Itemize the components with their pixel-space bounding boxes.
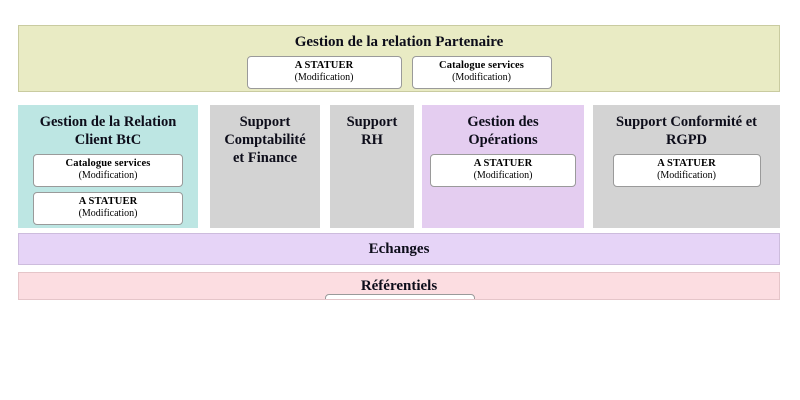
band-gestion-relation-partenaire[interactable]: Gestion de la relation Partenaire A STAT… [18, 25, 780, 92]
domain-title-line2: Client BtC [74, 132, 142, 148]
domain-title: Gestion des Opérations [430, 113, 576, 149]
leaf-title: A STATUER [294, 60, 354, 71]
domain-title-line1: Support [239, 114, 291, 130]
leaf-box-a-statuer-partenaire[interactable]: A STATUER (Modification) [246, 56, 402, 89]
leaf-box-referentiels-clipped[interactable] [325, 294, 475, 299]
domain-title-line1: Support [346, 114, 398, 130]
domain-panel-support-comptabilite-finance[interactable]: Support Comptabilité et Finance [210, 105, 320, 228]
leaf-title: A STATUER [473, 158, 533, 169]
domain-title: Support Conformité et RGPD [601, 113, 772, 149]
leaf-box-catalogue-services-partenaire[interactable]: Catalogue services (Modification) [411, 56, 552, 89]
partner-box-group: A STATUER (Modification) Catalogue servi… [19, 56, 779, 89]
leaf-title: A STATUER [657, 158, 716, 169]
leaf-title: Catalogue services [65, 158, 151, 169]
band-title-echanges: Echanges [368, 241, 430, 257]
domain-title: Support Comptabilité et Finance [218, 113, 312, 167]
domain-panel-gestion-des-operations[interactable]: Gestion des Opérations A STATUER (Modifi… [422, 105, 584, 228]
leaf-box-a-statuer-btc[interactable]: A STATUER (Modification) [33, 192, 183, 225]
domain-title: Gestion de la Relation Client BtC [26, 113, 190, 149]
domain-title-line3: et Finance [232, 150, 298, 166]
leaf-box-a-statuer-operations[interactable]: A STATUER (Modification) [430, 154, 576, 187]
leaf-subtitle: (Modification) [473, 170, 533, 181]
domain-panel-support-conformite-rgpd[interactable]: Support Conformité et RGPD A STATUER (Mo… [593, 105, 780, 228]
leaf-box-a-statuer-rgpd[interactable]: A STATUER (Modification) [612, 154, 761, 187]
referentiels-box-group [19, 294, 779, 299]
leaf-box-catalogue-services-btc[interactable]: Catalogue services (Modification) [33, 154, 183, 187]
leaf-subtitle: (Modification) [78, 208, 138, 219]
domain-title-line1: Gestion des [467, 114, 539, 130]
band-echanges[interactable]: Echanges [18, 233, 780, 265]
leaf-subtitle: (Modification) [294, 72, 354, 83]
band-title-referentiels: Référentiels [360, 278, 438, 294]
domain-title-line1: Support Conformité et [616, 114, 757, 130]
domain-title-line2: Opérations [468, 132, 538, 148]
leaf-subtitle: (Modification) [78, 170, 138, 181]
leaf-title: Catalogue services [439, 60, 524, 71]
leaf-title: A STATUER [78, 196, 138, 207]
leaf-subtitle: (Modification) [452, 72, 511, 83]
domain-title-line2: RGPD [665, 132, 708, 148]
band-referentiels[interactable]: Référentiels [18, 272, 780, 300]
domain-panel-support-rh[interactable]: Support RH [330, 105, 414, 228]
domain-title-line2: RH [361, 132, 383, 148]
domain-title-line1: Gestion de la Relation [39, 114, 177, 130]
domain-panel-gestion-relation-client-btc[interactable]: Gestion de la Relation Client BtC Catalo… [18, 105, 198, 228]
leaf-subtitle: (Modification) [657, 170, 716, 181]
domain-title: Support RH [338, 113, 406, 149]
domain-title-line2: Comptabilité [224, 132, 306, 148]
domain-row: Gestion de la Relation Client BtC Catalo… [18, 105, 780, 228]
band-title-partenaire: Gestion de la relation Partenaire [294, 34, 504, 50]
